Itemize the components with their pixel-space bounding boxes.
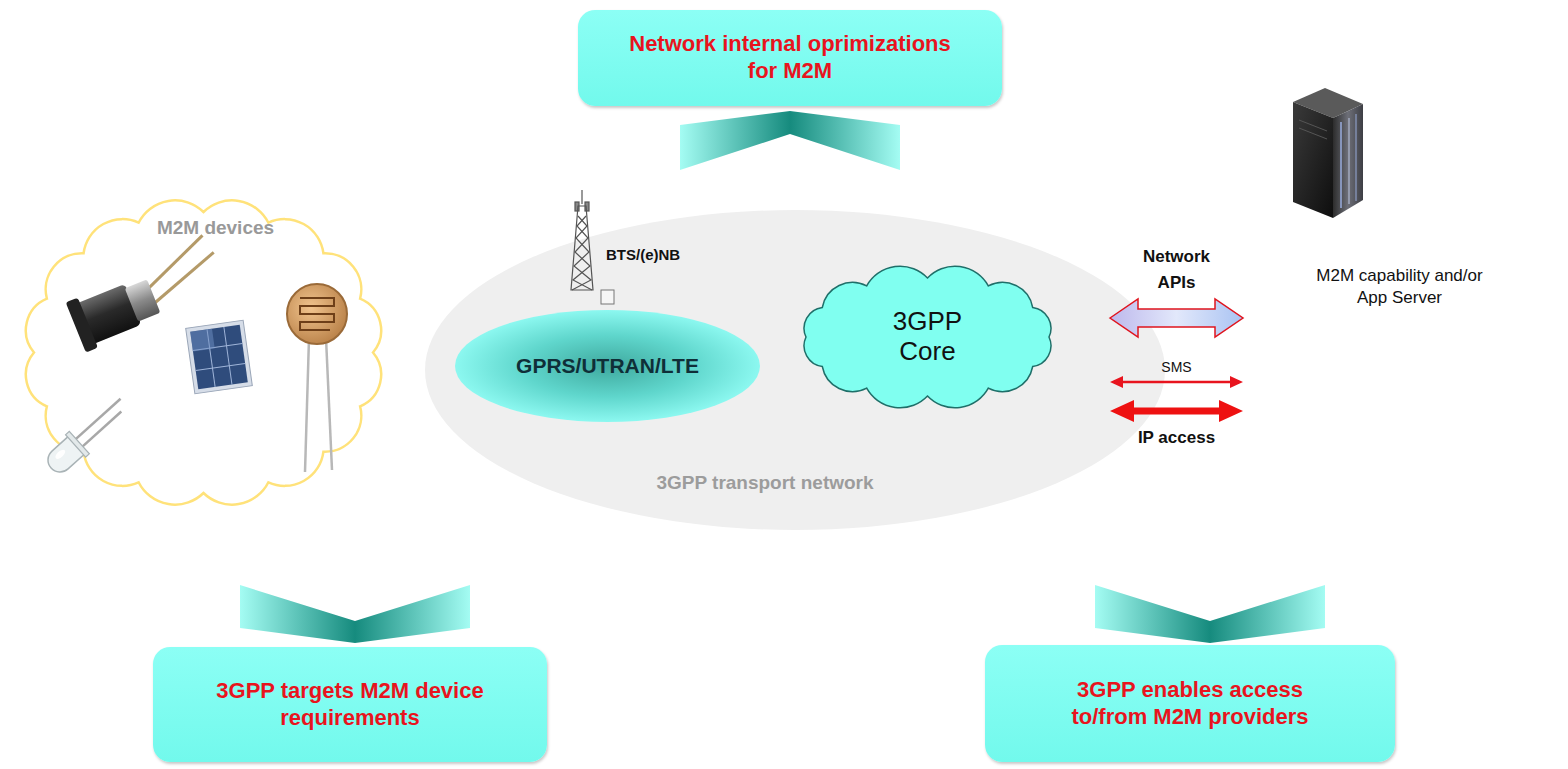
station-label: BTS/(e)NB xyxy=(606,246,680,264)
server-node: M2M capability and/or App Server xyxy=(1245,80,1555,325)
canister-sensor xyxy=(62,234,231,353)
radio-access-ellipse: GPRS/UTRAN/LTE xyxy=(455,310,760,422)
transport-network-ellipse: 3GPP transport network GPRS/UTRAN/LTE 3GPP… xyxy=(425,210,1165,530)
up-chevron xyxy=(680,111,900,170)
core-cloud-outline xyxy=(804,266,1051,408)
interface-label: SMS xyxy=(1161,359,1191,375)
callout-box: 3GPP targets M2M device requirements xyxy=(153,647,547,762)
cloud-title: M2M devices xyxy=(24,217,407,239)
device-cloud: M2M devices xyxy=(12,190,395,515)
ip-double-arrow xyxy=(1110,400,1243,422)
solar-cell xyxy=(186,320,253,393)
network-ellipse xyxy=(425,210,1165,530)
server-label: M2M capability and/or App Server xyxy=(1302,265,1497,309)
network-label: 3GPP transport network xyxy=(645,472,885,494)
callout-box: Network internal oprimizations for M2M xyxy=(578,10,1002,106)
callout-text: 3GPP targets M2M device requirements xyxy=(180,678,520,732)
cloud-outline xyxy=(26,200,381,504)
callout-box: 3GPP enables access to/from M2M provider… xyxy=(985,645,1395,762)
interface-label: Network APIs xyxy=(1143,244,1210,296)
node-shape xyxy=(12,190,395,515)
led xyxy=(41,391,134,479)
core-cloud: 3GPP Core xyxy=(790,262,1065,412)
base-station-tower xyxy=(571,190,593,290)
base-station-box xyxy=(601,290,614,304)
access-ellipse xyxy=(455,310,760,422)
callout-text: Network internal oprimizations for M2M xyxy=(625,31,955,85)
down-chevron xyxy=(1095,585,1325,643)
interface-label: IP access xyxy=(1138,427,1215,449)
down-chevron xyxy=(240,585,470,643)
photoresistor xyxy=(287,284,347,472)
access-label: GPRS/UTRAN/LTE xyxy=(516,354,699,378)
api-double-arrow xyxy=(1110,299,1243,337)
core-label: 3GPP Core xyxy=(878,307,978,367)
server-icon xyxy=(1293,88,1363,218)
callout-text: 3GPP enables access to/from M2M provider… xyxy=(1050,677,1330,731)
